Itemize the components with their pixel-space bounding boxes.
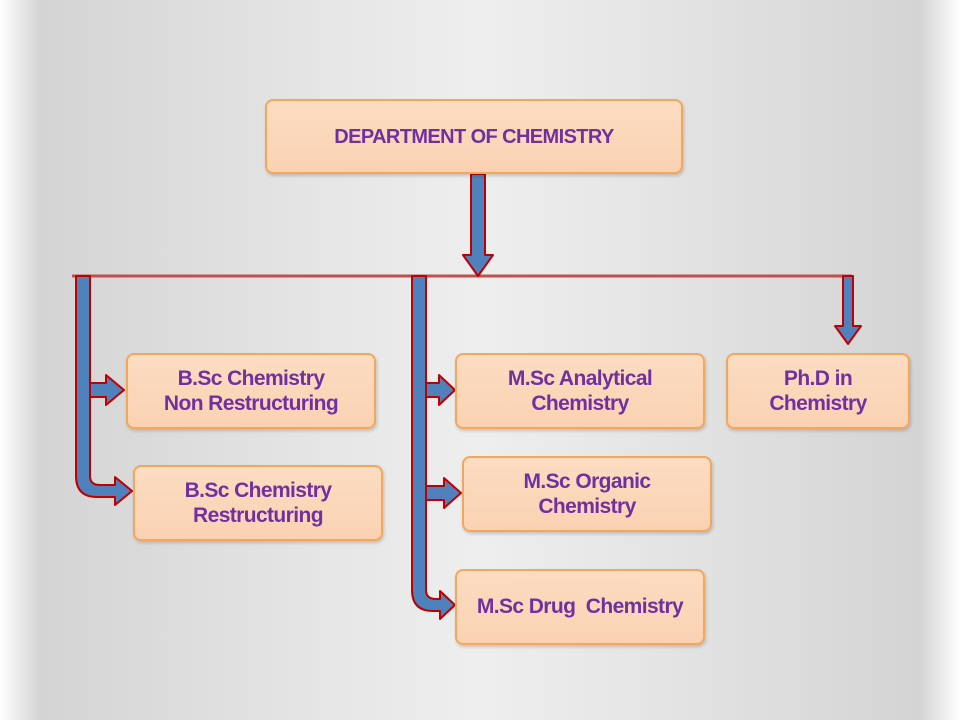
bsc-non-restructuring-label-line-1: B.Sc Chemistry bbox=[177, 366, 325, 390]
bsc-restructuring-label-line-1: B.Sc Chemistry bbox=[184, 478, 332, 502]
bsc-non-restructuring-label-line-2: Non Restructuring bbox=[163, 392, 339, 415]
msc-analytical-chemistry-node: M.Sc Analytical Chemistry bbox=[455, 353, 705, 429]
msc-analytical-label-line-1: M.Sc Analytical bbox=[507, 366, 653, 390]
department-label: DEPARTMENT OF CHEMISTRY bbox=[334, 125, 614, 148]
msc-organic-label-line-2: Chemistry bbox=[538, 495, 636, 518]
curved-arrow-msc-drug bbox=[411, 275, 456, 620]
curved-arrow-bsc-restructuring bbox=[75, 275, 133, 506]
department-of-chemistry-node: DEPARTMENT OF CHEMISTRY bbox=[265, 99, 683, 174]
right-arrow-msc-organic bbox=[425, 477, 462, 509]
right-arrow-msc-analytical bbox=[425, 374, 456, 406]
bsc-chemistry-restructuring-node: B.Sc Chemistry Restructuring bbox=[133, 465, 383, 541]
bsc-restructuring-label-line-2: Restructuring bbox=[193, 504, 323, 527]
bsc-chemistry-non-restructuring-node: B.Sc Chemistry Non Restructuring bbox=[126, 353, 376, 429]
right-arrow-bsc-non-restructuring bbox=[89, 374, 125, 406]
phd-in-chemistry-node: Ph.D in Chemistry bbox=[726, 353, 910, 429]
msc-organic-label-line-1: M.Sc Organic bbox=[523, 469, 651, 493]
msc-drug-label: M.Sc Drug Chemistry bbox=[476, 595, 684, 619]
phd-label-line-2: Chemistry bbox=[769, 392, 867, 415]
msc-drug-chemistry-node: M.Sc Drug Chemistry bbox=[455, 569, 705, 645]
phd-label-line-1: Ph.D in bbox=[783, 366, 853, 390]
msc-organic-chemistry-node: M.Sc Organic Chemistry bbox=[462, 456, 712, 532]
down-arrow-phd bbox=[834, 275, 862, 345]
msc-analytical-label-line-2: Chemistry bbox=[531, 392, 629, 415]
down-arrow-department bbox=[462, 173, 494, 277]
